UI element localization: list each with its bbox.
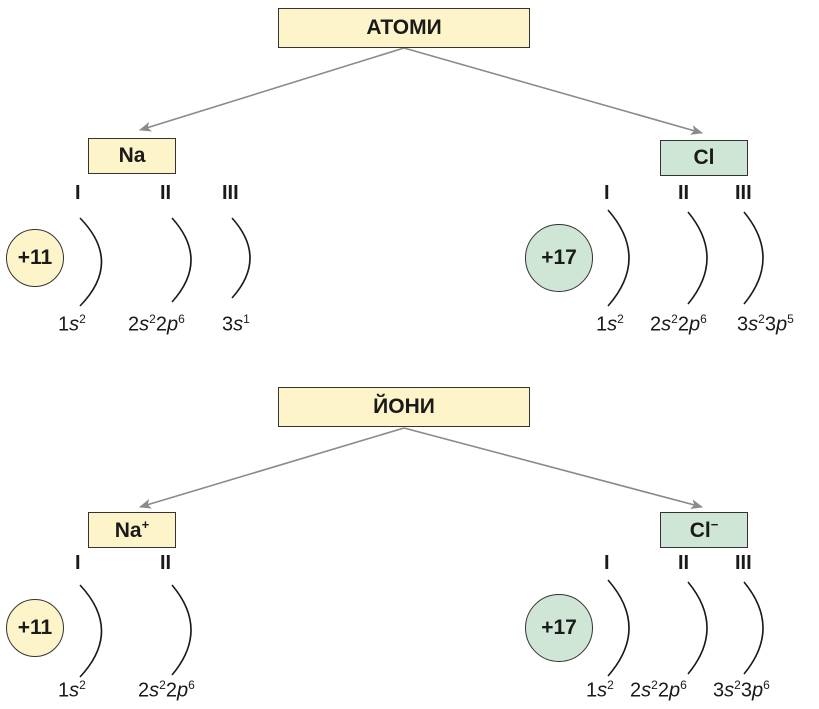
na-label-box: Na [88, 138, 176, 174]
na-shell-3: III [222, 182, 239, 204]
arrow-to-na [139, 47, 405, 132]
na-ion-config-1: 1s2 [58, 678, 86, 702]
shell-arc [687, 211, 708, 305]
cl-ion-label-box: Cl− [660, 512, 748, 548]
cl-ion-nucleus: +17 [525, 594, 593, 662]
shell-arc [607, 209, 630, 307]
na-ion-shell-1: I [75, 552, 81, 574]
ions-title: ЙОНИ [373, 395, 435, 418]
arrow-to-cl [403, 47, 703, 135]
cl-ion-config-2: 2s22p6 [630, 678, 687, 702]
atoms-title-box: АТОМИ [278, 8, 530, 48]
shell-arc [743, 211, 764, 305]
shell-arc [607, 579, 630, 677]
na-charge: +11 [17, 246, 53, 269]
arrow-to-na-ion [139, 427, 405, 509]
cl-ion-shell-2: II [678, 552, 690, 574]
na-ion-label-box: Na+ [88, 512, 176, 548]
cl-label-box: Cl [660, 140, 748, 176]
na-shell-1: I [75, 182, 81, 204]
na-shell-2: II [160, 182, 172, 204]
na-label: Na [118, 144, 146, 167]
na-ion-charge: +11 [17, 616, 53, 639]
na-ion-config-2: 2s22p6 [138, 678, 195, 702]
cl-ion-charge: +17 [541, 616, 577, 639]
na-config-2: 2s22p6 [128, 312, 185, 336]
na-nucleus: +11 [6, 229, 64, 287]
shell-arc [687, 581, 708, 675]
na-config-3: 3s1 [222, 312, 250, 336]
cl-shell-1: I [604, 182, 610, 204]
cl-config-3: 3s23p5 [737, 312, 794, 336]
cl-ion-label: Cl− [689, 517, 719, 542]
cl-ion-config-1: 1s2 [586, 678, 614, 702]
cl-label: Cl [693, 146, 715, 169]
cl-shell-3: III [735, 182, 752, 204]
cl-ion-shell-1: I [604, 552, 610, 574]
atoms-title: АТОМИ [366, 16, 442, 39]
arrow-to-cl-ion [403, 427, 703, 510]
shell-arc [171, 584, 192, 676]
ions-title-box: ЙОНИ [278, 387, 530, 427]
na-ion-nucleus: +11 [6, 599, 64, 657]
cl-charge: +17 [541, 246, 577, 269]
cl-shell-2: II [678, 182, 690, 204]
shell-arc [79, 217, 103, 307]
cl-ion-shell-3: III [735, 552, 752, 574]
shell-arc [231, 217, 251, 299]
na-ion-shell-2: II [160, 552, 172, 574]
cl-config-2: 2s22p6 [650, 312, 707, 336]
shell-arc [743, 581, 764, 675]
na-ion-label: Na+ [114, 517, 150, 542]
na-config-1: 1s2 [58, 312, 86, 336]
cl-nucleus: +17 [525, 224, 593, 292]
cl-ion-config-3: 3s23p6 [713, 678, 770, 702]
cl-config-1: 1s2 [596, 312, 624, 336]
shell-arc [79, 584, 103, 678]
shell-arc [171, 217, 192, 303]
